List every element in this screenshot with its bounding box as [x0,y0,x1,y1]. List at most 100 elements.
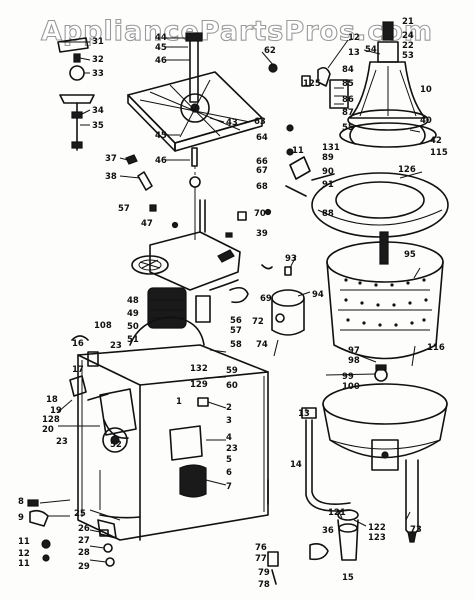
callout-15: 15 [342,573,354,583]
callout-12: 12 [348,33,360,43]
callout-48: 48 [127,296,139,306]
watermark-text: AppliancePartsPros.com [41,16,433,47]
callout-18: 18 [46,395,58,405]
callout-16: 16 [72,339,84,349]
callout-12b: 12 [18,549,30,559]
callout-125: 125 [303,79,321,89]
callout-89: 89 [322,153,334,163]
callout-36: 36 [322,526,334,536]
callout-37: 37 [105,154,117,164]
hardware-upper-left [57,37,278,229]
leader-lines [39,37,423,563]
callout-55: 55 [342,123,354,133]
callout-93: 93 [285,254,297,264]
callout-54: 54 [365,45,377,55]
callout-97: 97 [348,346,360,356]
callout-45: 45 [155,43,167,53]
callout-20: 20 [42,425,54,435]
callout-91: 91 [322,180,334,190]
callout-51: 51 [127,335,139,345]
callout-128: 128 [42,415,60,425]
callout-63: 63 [254,117,266,127]
callout-74: 74 [256,340,268,350]
callout-8: 8 [18,497,24,507]
callout-42: 42 [430,136,442,146]
callout-72: 72 [252,317,264,327]
callout-23c: 23 [56,437,68,447]
outer-tub [322,364,448,471]
hardware-lower-left [27,335,279,585]
callout-58: 58 [230,340,242,350]
callout-27: 27 [78,536,90,546]
transmission-gearcase [131,199,249,329]
callout-25: 25 [74,509,86,519]
callout-5: 5 [226,455,232,465]
callout-108: 108 [94,321,112,331]
callout-129: 129 [190,380,208,390]
callout-53: 53 [402,51,414,61]
callout-21: 21 [402,17,414,27]
callout-99: 99 [342,372,354,382]
callout-1: 1 [176,397,182,407]
callout-57b: 57 [230,326,242,336]
callout-14: 14 [290,460,302,470]
callout-52: 52 [110,440,122,450]
callout-28: 28 [78,548,90,558]
callout-9: 9 [18,513,24,523]
callout-88: 88 [322,209,334,219]
callout-121: 121 [328,508,346,518]
callout-85: 85 [342,79,354,89]
callout-95: 95 [404,250,416,260]
callout-50: 50 [127,322,139,332]
callout-86: 86 [342,95,354,105]
callout-40: 40 [420,116,432,126]
hardware-right-middle [225,66,349,238]
callout-87: 87 [342,108,354,118]
drain-hose [301,407,419,561]
callout-24: 24 [402,31,414,41]
callout-126: 126 [398,165,416,175]
callout-39: 39 [256,229,268,239]
callout-59: 59 [226,366,238,376]
cabinet-base-frame [77,316,269,541]
callout-3: 3 [226,416,232,426]
callout-43: 43 [226,118,238,128]
callout-11: 11 [292,146,304,156]
callout-26: 26 [78,524,90,534]
callout-66: 66 [256,157,268,167]
callout-46b: 46 [155,156,167,166]
callout-10: 10 [420,85,432,95]
callout-131: 131 [322,143,340,153]
callout-116: 116 [427,343,445,353]
callout-57: 57 [118,204,130,214]
callout-19: 19 [50,406,62,416]
callout-13b: 13 [298,409,310,419]
callout-76: 76 [255,543,267,553]
callout-84: 84 [342,65,354,75]
callout-35: 35 [92,121,104,131]
callout-98: 98 [348,356,360,366]
callout-122: 122 [368,523,386,533]
callout-29: 29 [78,562,90,572]
callout-115: 115 [430,148,448,158]
callout-34: 34 [92,106,104,116]
callout-2: 2 [226,403,232,413]
callout-33: 33 [92,69,104,79]
callout-47: 47 [141,219,153,229]
callout-49: 49 [127,309,139,319]
callout-132: 132 [190,364,208,374]
callout-22: 22 [402,41,414,51]
callout-56: 56 [230,316,242,326]
callout-17: 17 [72,365,84,375]
callout-90: 90 [322,167,334,177]
callout-23b: 23 [226,444,238,454]
callout-46: 46 [155,56,167,66]
callout-60: 60 [226,381,238,391]
callout-77: 77 [255,554,267,564]
callout-4: 4 [226,433,232,443]
callout-94: 94 [312,290,324,300]
callout-100: 100 [342,382,360,392]
mounting-plate-assembly [127,32,263,240]
